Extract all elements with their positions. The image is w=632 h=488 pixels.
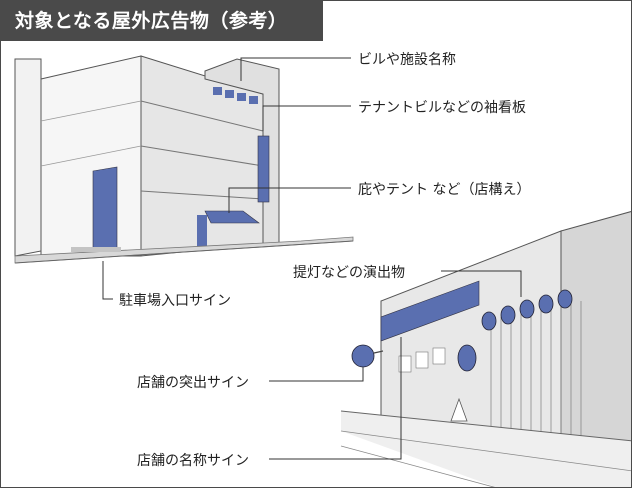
- page-title: 対象となる屋外広告物（参考）: [1, 1, 323, 41]
- building-name-sign: [213, 87, 222, 95]
- label-lantern: 提灯などの演出物: [293, 265, 405, 281]
- label-projecting-sign: 店舗の突出サイン: [137, 375, 249, 391]
- projecting-sign: [351, 344, 375, 368]
- upper-ground: [14, 236, 354, 264]
- lanterns: [457, 289, 573, 372]
- label-building-sign: ビルや施設名称: [358, 52, 456, 68]
- label-name-sign: 店舗の名称サイン: [137, 453, 249, 469]
- upper-street-scene: [14, 55, 354, 264]
- parking-entrance-sign: [92, 166, 118, 256]
- label-tenant-sign: テナントビルなどの袖看板: [358, 100, 526, 116]
- label-parking-sign: 駐車場入口サイン: [119, 293, 231, 309]
- label-awning: 庇やテント など（店構え）: [358, 182, 531, 198]
- awning: [204, 210, 260, 224]
- right-building: [380, 230, 562, 442]
- lower-ground: [341, 411, 631, 487]
- shop-name-sign: [380, 280, 480, 342]
- lower-street-scene: [340, 211, 631, 487]
- tenant-vertical-sign: [257, 135, 270, 203]
- leader-lines: [102, 57, 522, 460]
- left-building: [14, 58, 42, 257]
